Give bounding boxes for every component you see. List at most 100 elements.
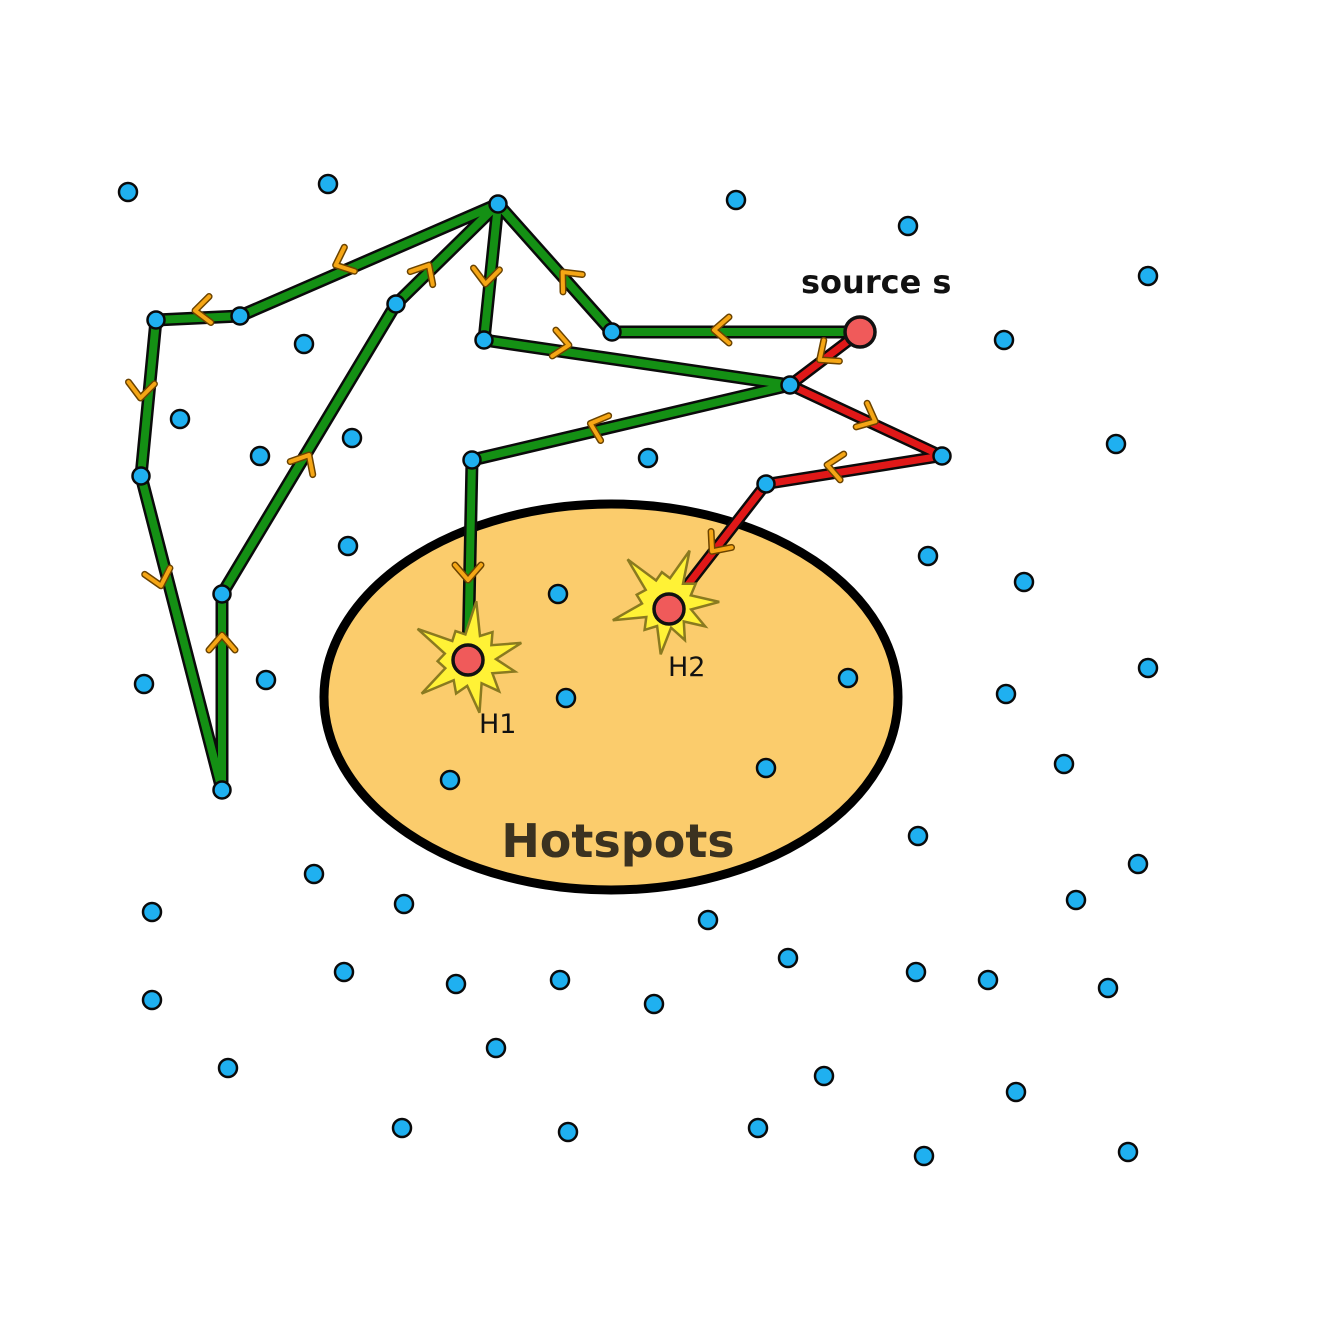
route-node bbox=[212, 584, 232, 604]
sensor-node bbox=[905, 961, 927, 983]
sensor-node bbox=[393, 893, 415, 915]
sensor-node bbox=[697, 909, 719, 931]
chevron-mark bbox=[817, 338, 842, 364]
sensor-node bbox=[255, 669, 277, 691]
green-route-line bbox=[137, 200, 864, 794]
sensor-node bbox=[1117, 1141, 1139, 1163]
sensor-node bbox=[303, 863, 325, 885]
sensor-node bbox=[1065, 889, 1087, 911]
direction-chevron bbox=[548, 326, 573, 360]
sensor-node bbox=[1005, 1081, 1027, 1103]
direction-chevron bbox=[816, 336, 843, 365]
route-node bbox=[602, 322, 622, 342]
sensor-node bbox=[1053, 753, 1075, 775]
direction-chevron bbox=[823, 450, 848, 484]
route-nodes bbox=[131, 194, 952, 800]
direction-arrows bbox=[125, 243, 879, 654]
sensor-node bbox=[897, 215, 919, 237]
chevron-mark bbox=[712, 315, 731, 345]
sensor-node bbox=[977, 969, 999, 991]
route-node bbox=[230, 306, 250, 326]
sensor-node bbox=[637, 447, 659, 469]
sensor-node bbox=[217, 1057, 239, 1079]
chevron-mark bbox=[471, 266, 502, 286]
hotspot-h2-label: H2 bbox=[668, 652, 705, 683]
sensor-node bbox=[755, 757, 777, 779]
chevron-mark bbox=[126, 380, 157, 400]
sensor-node bbox=[643, 993, 665, 1015]
chevron-mark bbox=[288, 453, 315, 477]
hotspot-h1: H1 bbox=[416, 600, 522, 740]
direction-chevron bbox=[707, 527, 736, 555]
source-node-group: source s bbox=[801, 263, 951, 349]
sensor-node bbox=[293, 333, 315, 355]
sensor-node bbox=[837, 667, 859, 689]
sensor-node bbox=[725, 189, 747, 211]
direction-chevron bbox=[451, 561, 485, 584]
route-node bbox=[146, 310, 166, 330]
route-node bbox=[131, 466, 151, 486]
sensor-node bbox=[777, 947, 799, 969]
chevron-mark bbox=[550, 328, 571, 358]
sensor-node bbox=[391, 1117, 413, 1139]
sensor-node bbox=[1097, 977, 1119, 999]
route-node bbox=[932, 446, 952, 466]
sensor-node bbox=[1105, 433, 1127, 455]
direction-chevron bbox=[205, 631, 239, 654]
hotspot-h1-node bbox=[451, 643, 485, 677]
sensor-node bbox=[555, 687, 577, 709]
sensor-node bbox=[317, 173, 339, 195]
route-node bbox=[212, 780, 232, 800]
sensor-node bbox=[1137, 265, 1159, 287]
sensor-node bbox=[913, 1145, 935, 1167]
chevron-mark bbox=[193, 294, 213, 325]
chevron-mark bbox=[408, 263, 435, 287]
sensor-node bbox=[1137, 657, 1159, 679]
sensor-node bbox=[337, 535, 359, 557]
sensor-node bbox=[445, 973, 467, 995]
sensor-node bbox=[485, 1037, 507, 1059]
chevron-mark bbox=[560, 270, 585, 294]
route-node bbox=[386, 294, 406, 314]
sensor-node bbox=[557, 1121, 579, 1143]
route-node bbox=[780, 375, 800, 395]
chevron-mark bbox=[825, 452, 846, 482]
direction-chevron bbox=[286, 451, 317, 479]
sensor-node bbox=[813, 1065, 835, 1087]
direction-chevron bbox=[125, 378, 158, 402]
direction-chevron bbox=[191, 293, 215, 326]
sensor-node bbox=[117, 181, 139, 203]
route-node bbox=[474, 330, 494, 350]
hotspot-region-label: Hotspots bbox=[501, 814, 734, 868]
source-node bbox=[843, 315, 877, 349]
direction-chevron bbox=[406, 261, 437, 289]
hotspot-region: Hotspots bbox=[319, 499, 903, 895]
sensor-nodes bbox=[117, 173, 1159, 1167]
sensor-node bbox=[907, 825, 929, 847]
chevron-mark bbox=[453, 563, 483, 582]
sensor-node bbox=[1013, 571, 1035, 593]
source-label: source s bbox=[801, 263, 951, 301]
sensor-node bbox=[333, 961, 355, 983]
sensor-node bbox=[1127, 853, 1149, 875]
sensor-node bbox=[341, 427, 363, 449]
sensor-node bbox=[917, 545, 939, 567]
direction-chevron bbox=[141, 564, 174, 590]
green-route bbox=[134, 197, 867, 797]
hotspot-h2-node bbox=[652, 592, 686, 626]
sensor-node bbox=[993, 329, 1015, 351]
direction-chevron bbox=[710, 313, 733, 347]
sensor-node bbox=[133, 673, 155, 695]
chevron-mark bbox=[142, 566, 172, 588]
chevron-mark bbox=[333, 245, 357, 274]
route-node bbox=[488, 194, 508, 214]
direction-chevron bbox=[852, 399, 879, 431]
sensor-node bbox=[249, 445, 271, 467]
sensor-node bbox=[549, 969, 571, 991]
sensor-node bbox=[141, 989, 163, 1011]
chevron-mark bbox=[588, 413, 611, 443]
chevron-mark bbox=[854, 401, 878, 429]
direction-chevron bbox=[586, 412, 613, 445]
direction-chevron bbox=[470, 264, 503, 288]
